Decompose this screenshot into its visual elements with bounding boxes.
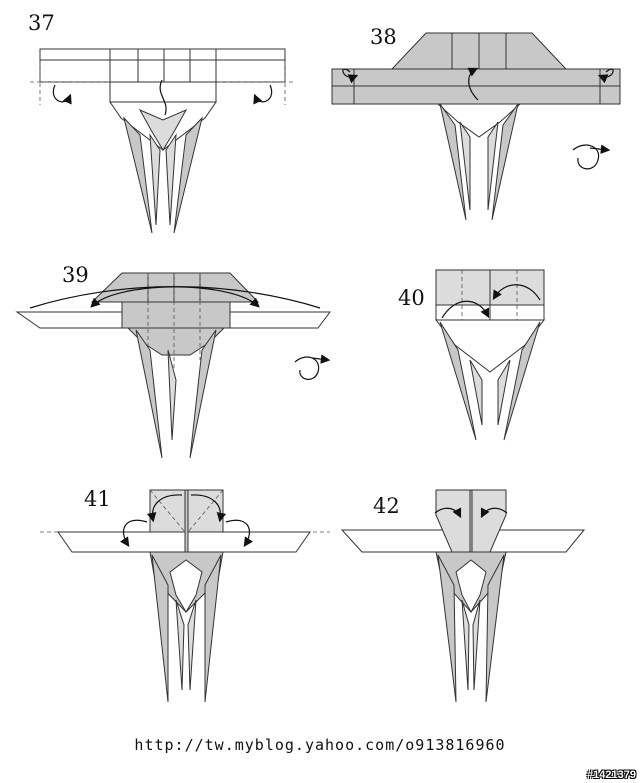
step-41-number: 41 bbox=[84, 487, 111, 511]
step-41-diagram: 41 bbox=[40, 487, 330, 703]
step-39-diagram: 39 bbox=[15, 263, 331, 459]
step-42-number: 42 bbox=[373, 494, 400, 518]
footer-url: http://tw.myblog.yahoo.com/o913816960 bbox=[134, 736, 506, 754]
step-39-number: 39 bbox=[62, 263, 89, 287]
step-40-number: 40 bbox=[398, 286, 425, 310]
step-38-number: 38 bbox=[370, 25, 397, 49]
step-38-diagram: 38 bbox=[331, 25, 621, 221]
step-40-diagram: 40 bbox=[398, 269, 546, 441]
step-37-diagram: 37 bbox=[28, 11, 295, 234]
step-37-number: 37 bbox=[28, 11, 55, 35]
step-42-diagram: 42 bbox=[340, 489, 586, 703]
watermark: #1421379 bbox=[587, 769, 636, 781]
